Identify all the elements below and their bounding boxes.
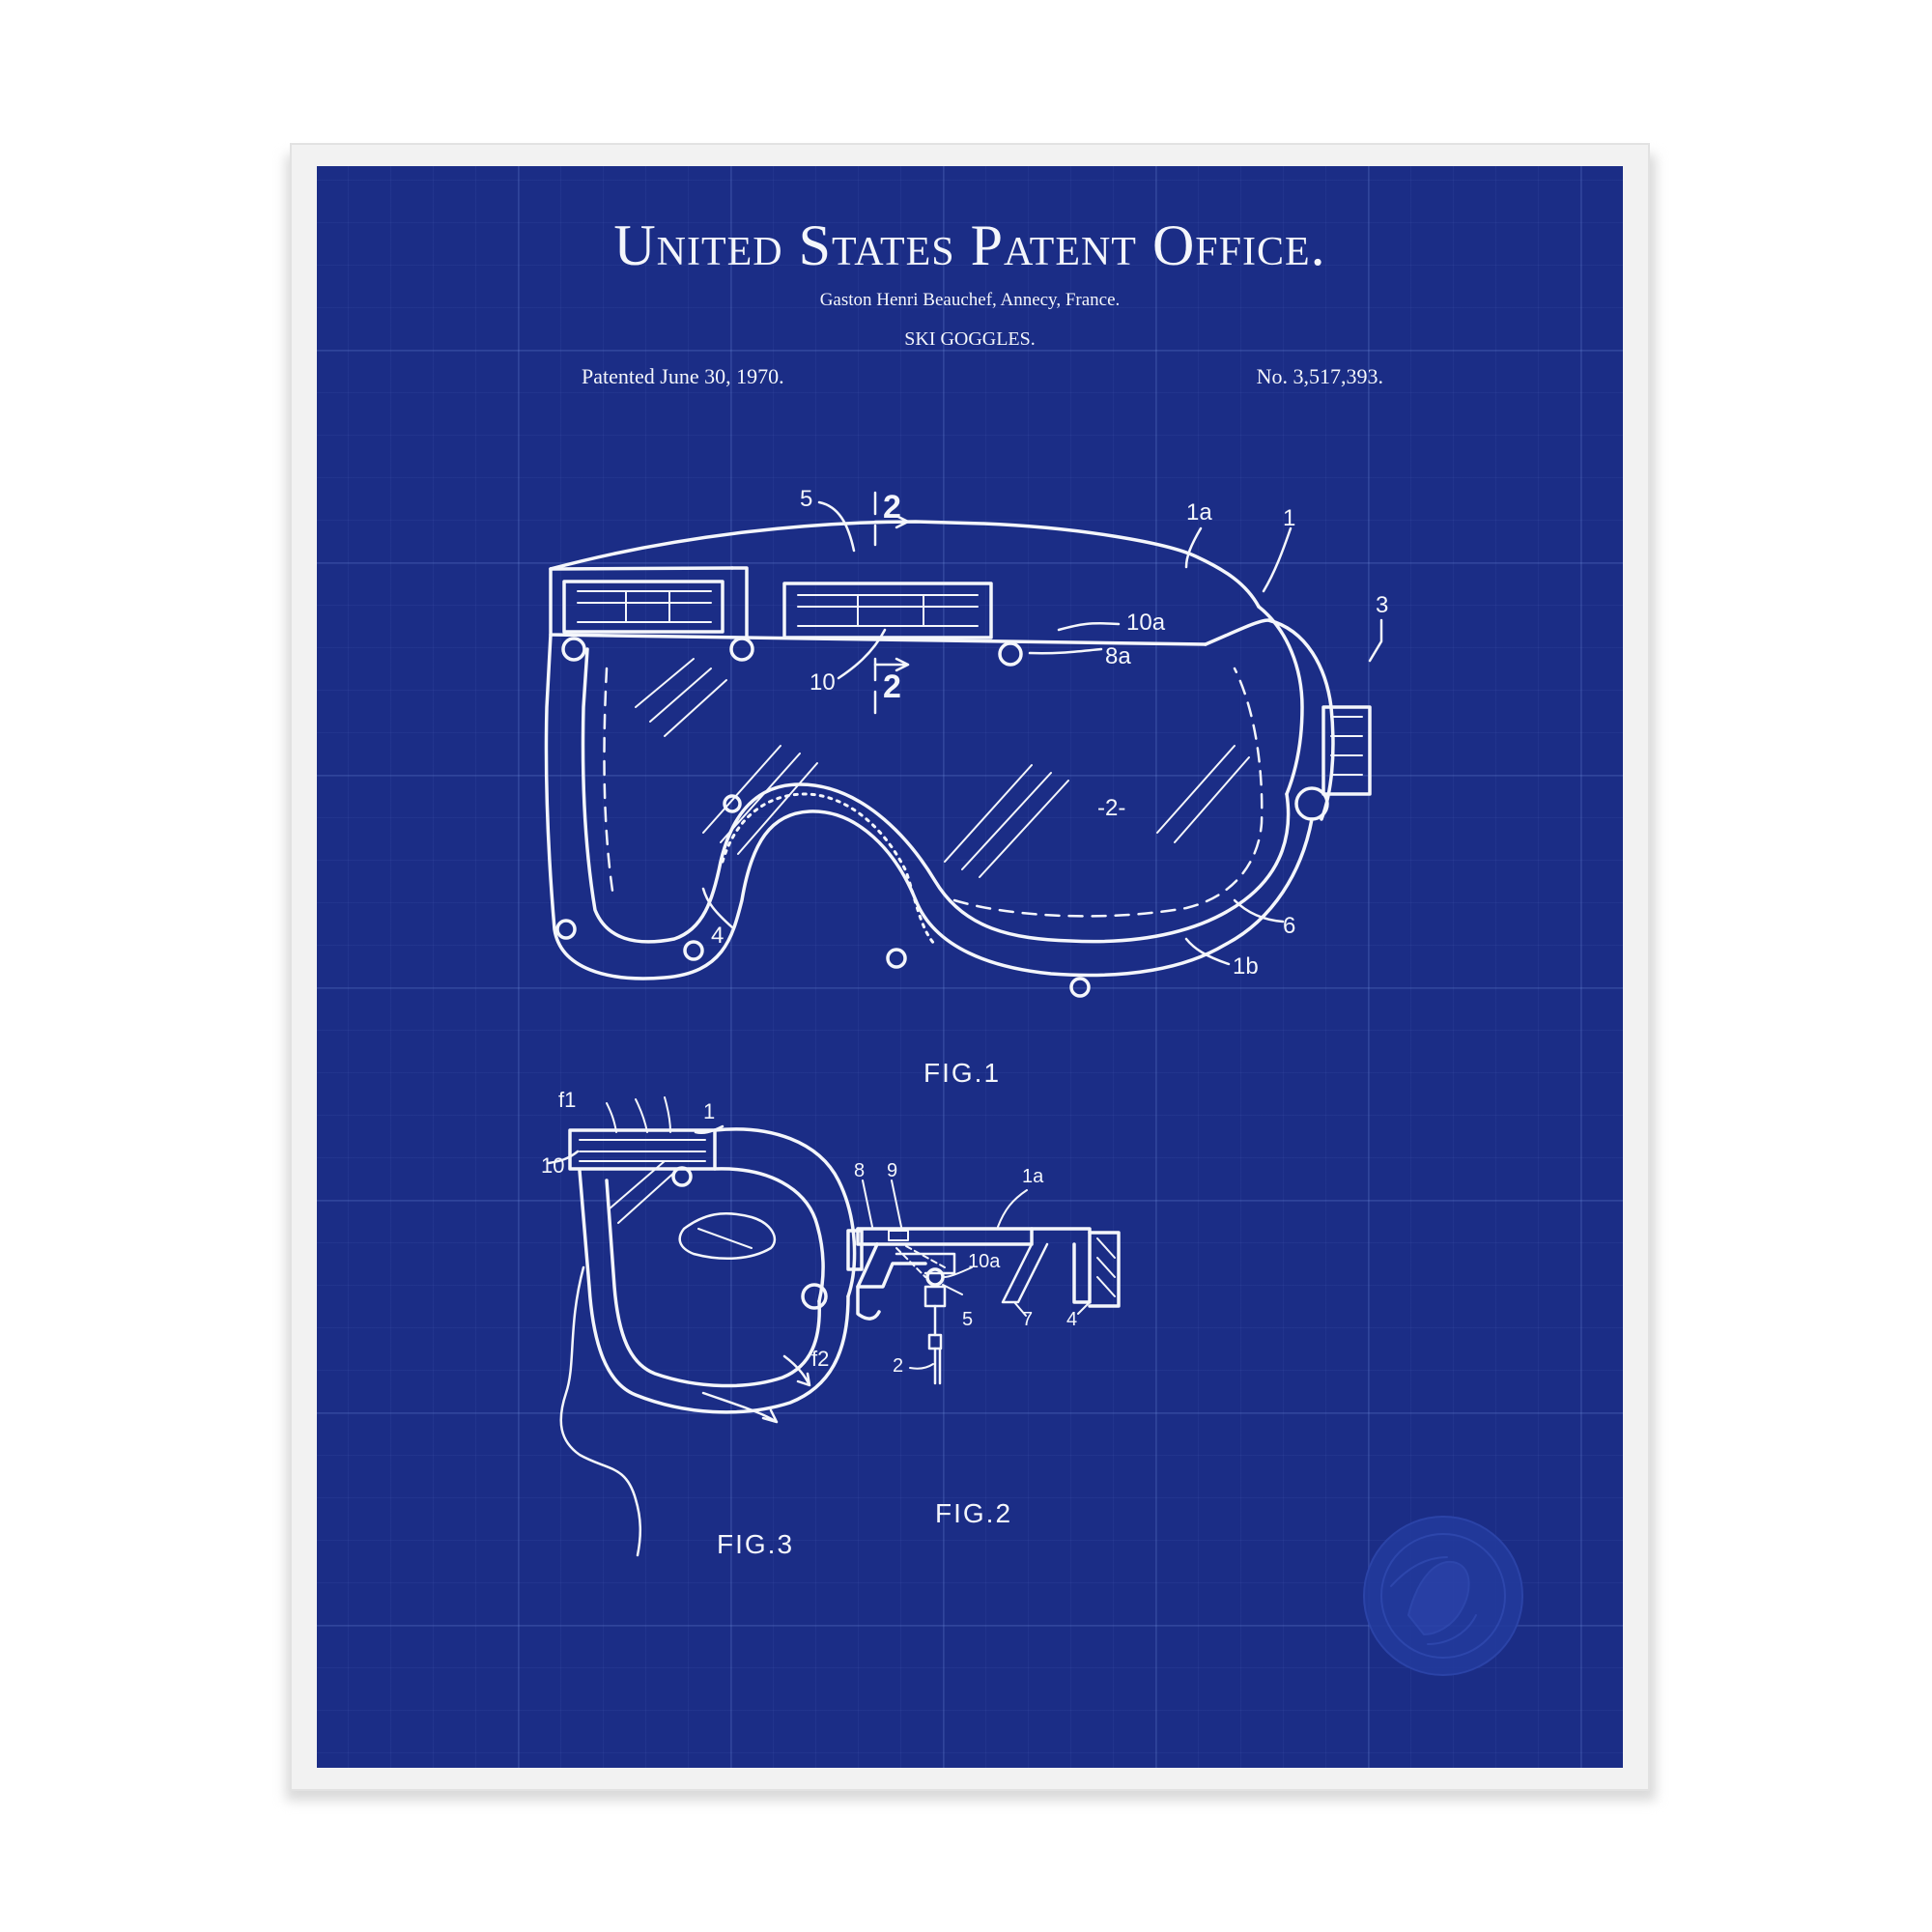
- fig2-caption: FIG.2: [935, 1498, 1012, 1528]
- fig2-label-4: 4: [1066, 1309, 1077, 1330]
- fig1-label-10: 10: [810, 669, 836, 696]
- embossed-seal: [1363, 1516, 1523, 1676]
- fig1-label-5: 5: [800, 486, 812, 512]
- fig1-screw-left: [561, 637, 586, 662]
- fig1-label-3: 3: [1376, 592, 1388, 618]
- fig1-label-1a: 1a: [1186, 499, 1212, 526]
- fig2-label-2: 2: [893, 1355, 903, 1377]
- fig2-label-7: 7: [1022, 1309, 1033, 1330]
- fig1-screw-right: [998, 641, 1023, 667]
- fig1-label-8a: 8a: [1105, 643, 1131, 669]
- patent-drawing: 5 2 2 1a 10a 1 3 8a 10 -2- 6 4 1b FIG.1 …: [541, 486, 1523, 1676]
- inventor-line: Gaston Henri Beauchef, Annecy, France.: [819, 290, 1121, 310]
- fig1-label-4: 4: [711, 923, 724, 949]
- fig3-label-1: 1: [703, 1099, 715, 1123]
- fig1-center-vent: [782, 582, 993, 639]
- fig1-label-6: 6: [1283, 913, 1295, 939]
- fig2-label-1a: 1a: [1022, 1166, 1044, 1187]
- fig2-label-8: 8: [854, 1160, 865, 1181]
- fig1-caption: FIG.1: [923, 1058, 1001, 1088]
- patent-number: No. 3,517,393.: [1256, 364, 1383, 388]
- fig2-section-drawing: [856, 1179, 1121, 1385]
- fig2-labels: 8 9 1a 10a 5 7 4 2: [854, 1160, 1077, 1377]
- fig3-vent: [568, 1128, 717, 1171]
- fig1-left-vent: [562, 580, 724, 634]
- blueprint-poster: United States Patent Office. Gaston Henr…: [317, 166, 1623, 1768]
- fig2-label-10a: 10a: [968, 1251, 1001, 1272]
- invention-name: SKI GOGGLES.: [904, 328, 1036, 350]
- fig1-strap-end: [1321, 705, 1372, 796]
- fig3-label-f2: f2: [811, 1347, 829, 1371]
- fig1-label-10a: 10a: [1126, 610, 1166, 636]
- fig1-goggle-drawing: [544, 491, 1383, 998]
- fig1-label-lens: -2-: [1097, 795, 1125, 821]
- fig2-label-9: 9: [887, 1160, 897, 1181]
- fig3-labels: f1 1 10 f2: [541, 1088, 829, 1371]
- fig1-label-1: 1: [1283, 505, 1295, 531]
- fig2-label-5: 5: [962, 1309, 973, 1330]
- fig1-labels: 5 2 2 1a 10a 1 3 8a 10 -2- 6 4 1b: [711, 486, 1388, 980]
- fig1-label-2-bottom: 2: [883, 668, 901, 705]
- poster-title: United States Patent Office.: [613, 213, 1326, 277]
- fig1-label-2-top: 2: [883, 489, 901, 526]
- fig1-screw-middle: [729, 637, 754, 662]
- fig3-goggle-drawing: [547, 1096, 864, 1557]
- fig3-caption: FIG.3: [717, 1529, 794, 1559]
- fig3-label-f1: f1: [558, 1088, 576, 1112]
- patent-date: Patented June 30, 1970.: [582, 364, 784, 388]
- fig3-label-10: 10: [541, 1153, 564, 1178]
- fig1-label-1b: 1b: [1233, 953, 1259, 980]
